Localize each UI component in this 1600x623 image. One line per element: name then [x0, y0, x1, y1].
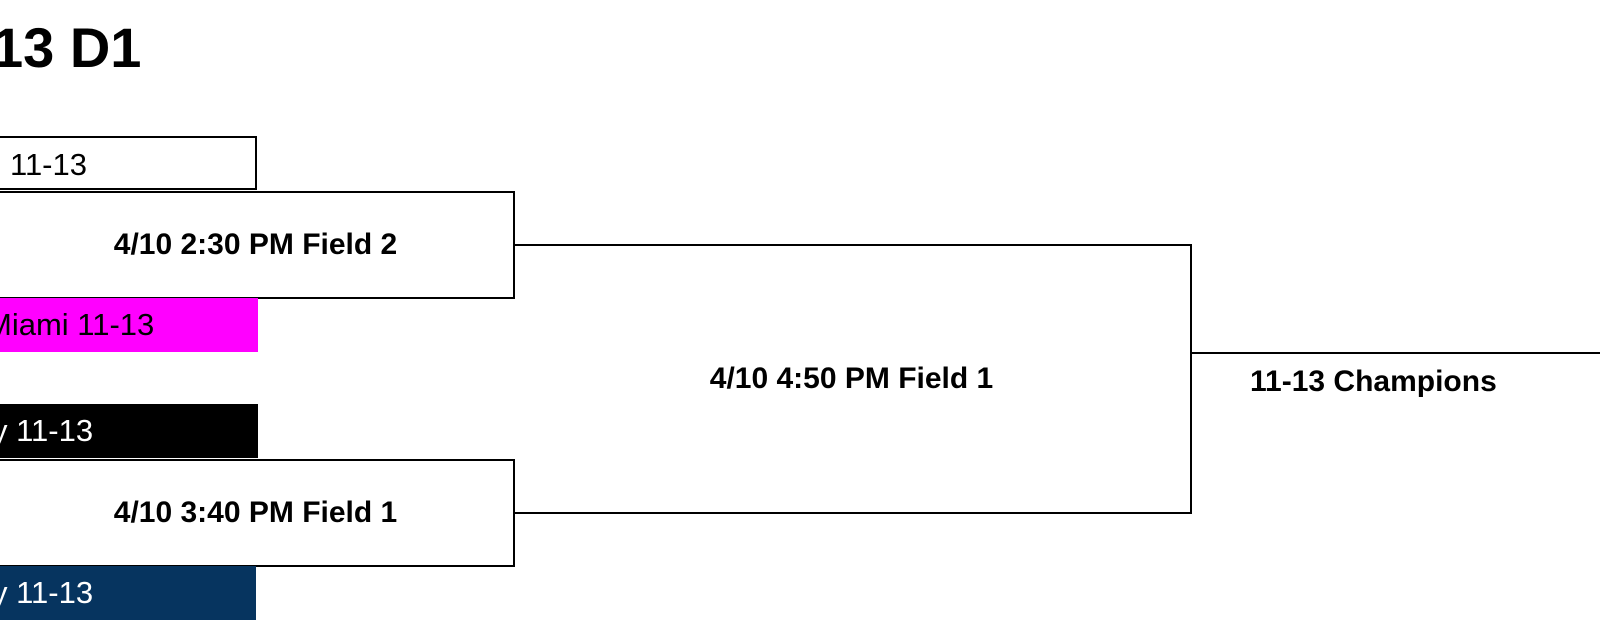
- team-slot-4: y 11-13: [0, 566, 256, 620]
- bracket-title: 13 D1: [0, 16, 142, 79]
- champion-line: [1190, 352, 1600, 354]
- game-2-box: 4/10 3:40 PM Field 1: [0, 459, 515, 567]
- team-slot-4-label: y 11-13: [0, 575, 94, 610]
- final-game-box: 4/10 4:50 PM Field 1: [513, 244, 1192, 514]
- game-1-label: 4/10 2:30 PM Field 2: [113, 228, 398, 261]
- team-slot-1-label: 11-13: [10, 147, 87, 182]
- champion-label: 11-13 Champions: [1250, 365, 1497, 398]
- team-slot-3-label: y 11-13: [0, 413, 94, 448]
- team-slot-2-label: Miami 11-13: [0, 307, 155, 342]
- final-game-label: 4/10 4:50 PM Field 1: [709, 362, 994, 395]
- team-slot-2: Miami 11-13: [0, 298, 258, 352]
- team-slot-3: y 11-13: [0, 404, 258, 458]
- game-2-label: 4/10 3:40 PM Field 1: [113, 496, 398, 529]
- team-slot-1: 11-13: [0, 136, 257, 190]
- game-1-box: 4/10 2:30 PM Field 2: [0, 191, 515, 299]
